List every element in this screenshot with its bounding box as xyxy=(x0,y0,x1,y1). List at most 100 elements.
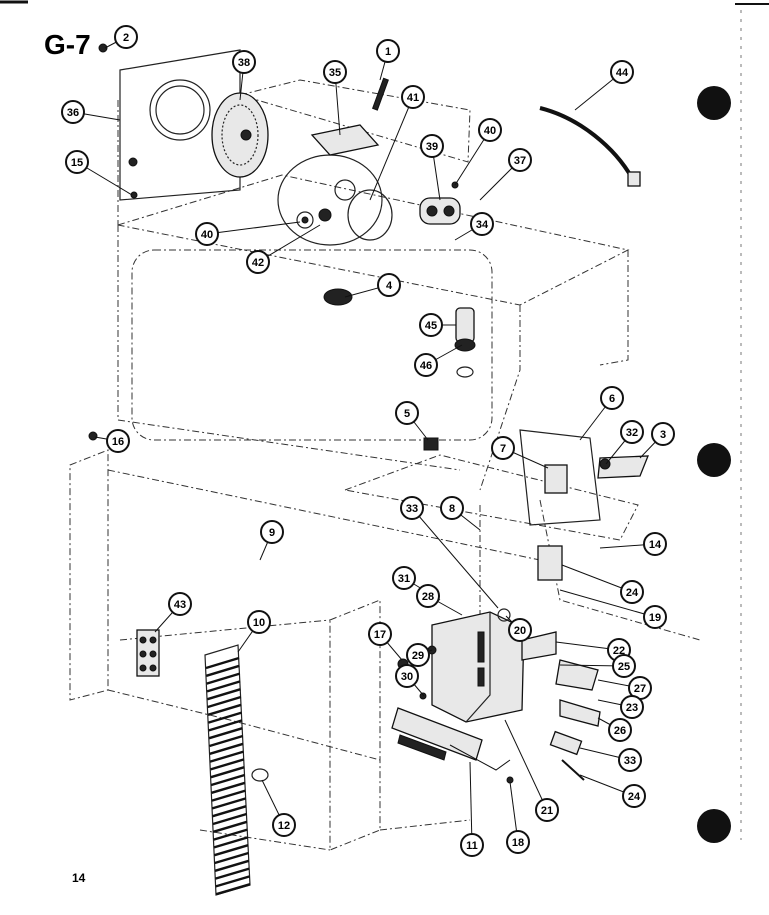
callout-number: 30 xyxy=(401,671,413,683)
grille-slat xyxy=(205,656,240,670)
grille-slat xyxy=(208,711,243,724)
callout-3: 3 xyxy=(651,422,675,446)
callout-6: 6 xyxy=(600,386,624,410)
callout-circle xyxy=(395,664,419,688)
callout-39: 39 xyxy=(420,134,444,158)
callout-25: 25 xyxy=(612,654,636,678)
leader-lines xyxy=(72,36,664,846)
grille-slat xyxy=(211,789,246,802)
callout-34: 34 xyxy=(470,212,494,236)
washer-48 xyxy=(296,211,314,229)
leader-line-24 xyxy=(561,564,633,593)
callout-circle xyxy=(612,654,636,678)
callout-44: 44 xyxy=(610,60,634,84)
motor-plate-36 xyxy=(119,49,241,201)
callout-circle xyxy=(106,429,130,453)
callout-12: 12 xyxy=(272,813,296,837)
callout-circle xyxy=(114,25,138,49)
leader-line-42 xyxy=(257,224,321,263)
callout-number: 37 xyxy=(514,155,526,167)
callout-circle xyxy=(400,496,424,520)
callout-circle xyxy=(376,39,400,63)
callout-31: 31 xyxy=(392,566,416,590)
callout-number: 29 xyxy=(412,650,424,662)
blower-wheel-38 xyxy=(211,92,269,178)
grille-slat xyxy=(209,734,244,748)
callout-number: 5 xyxy=(404,408,410,420)
part-33 xyxy=(549,730,583,756)
callout-circle xyxy=(608,718,632,742)
callout-number: 22 xyxy=(613,645,625,657)
leader-line-41 xyxy=(369,96,414,201)
callout-circle xyxy=(406,643,430,667)
callout-circle xyxy=(620,695,644,719)
screw-2 xyxy=(98,43,108,53)
callout-17: 17 xyxy=(368,622,392,646)
callout-number: 40 xyxy=(484,125,496,137)
callout-16: 16 xyxy=(106,429,130,453)
grille-slat xyxy=(210,758,245,771)
callout-number: 46 xyxy=(420,360,432,372)
duct-4 xyxy=(323,288,353,306)
callout-9: 9 xyxy=(260,520,284,544)
callout-23: 23 xyxy=(620,695,644,719)
screw-30 xyxy=(419,692,427,700)
bracket-3 xyxy=(597,455,649,479)
grille-slat xyxy=(210,773,246,787)
leader-line-33 xyxy=(411,507,499,609)
callout-circle xyxy=(491,436,515,460)
leader-line-21 xyxy=(504,719,548,811)
callout-circle xyxy=(508,148,532,172)
callout-18: 18 xyxy=(506,830,530,854)
callout-number: 17 xyxy=(374,629,386,641)
callout-number: 16 xyxy=(112,436,124,448)
callout-7: 7 xyxy=(491,436,515,460)
callout-circle xyxy=(440,496,464,520)
callout-19: 19 xyxy=(643,605,667,629)
callout-circle xyxy=(419,313,443,337)
grille-slat xyxy=(214,859,250,872)
callout-number: 45 xyxy=(425,320,437,332)
callout-circle xyxy=(368,622,392,646)
grille-slat xyxy=(213,836,249,849)
leader-line-40 xyxy=(206,221,301,235)
callout-20: 20 xyxy=(508,618,532,642)
callout-number: 24 xyxy=(628,791,641,803)
part-27 xyxy=(555,659,599,691)
callout-circle xyxy=(478,118,502,142)
callout-number: 28 xyxy=(422,591,434,603)
callout-28: 28 xyxy=(416,584,440,608)
callout-circle xyxy=(506,830,530,854)
callout-circle xyxy=(651,422,675,446)
callout-33: 33 xyxy=(618,748,642,772)
callout-circle xyxy=(272,813,296,837)
callout-number: 44 xyxy=(616,67,629,79)
motor-housing xyxy=(277,154,383,246)
grille-10 xyxy=(204,644,251,896)
callout-10: 10 xyxy=(247,610,271,634)
callout-number: 19 xyxy=(649,612,661,624)
callout-circle xyxy=(377,273,401,297)
grille-slat xyxy=(215,867,250,880)
clip-5 xyxy=(423,437,439,451)
callout-number: 33 xyxy=(406,503,418,515)
callout-24: 24 xyxy=(622,784,646,808)
callout-number: 31 xyxy=(398,573,410,585)
callout-35: 35 xyxy=(323,60,347,84)
grille-slat xyxy=(212,805,247,818)
spring-45 xyxy=(455,307,475,343)
grille-slat xyxy=(212,812,247,826)
screw-15 xyxy=(130,191,138,199)
ring-41 xyxy=(347,189,393,241)
grille-slat xyxy=(206,680,241,693)
callout-42: 42 xyxy=(246,250,270,274)
callout-circle xyxy=(470,212,494,236)
part-22 xyxy=(521,631,557,661)
callout-number: 21 xyxy=(541,805,553,817)
callout-number: 39 xyxy=(426,141,438,153)
callout-circle xyxy=(247,610,271,634)
callout-5: 5 xyxy=(395,401,419,425)
grille-slat xyxy=(213,820,248,833)
